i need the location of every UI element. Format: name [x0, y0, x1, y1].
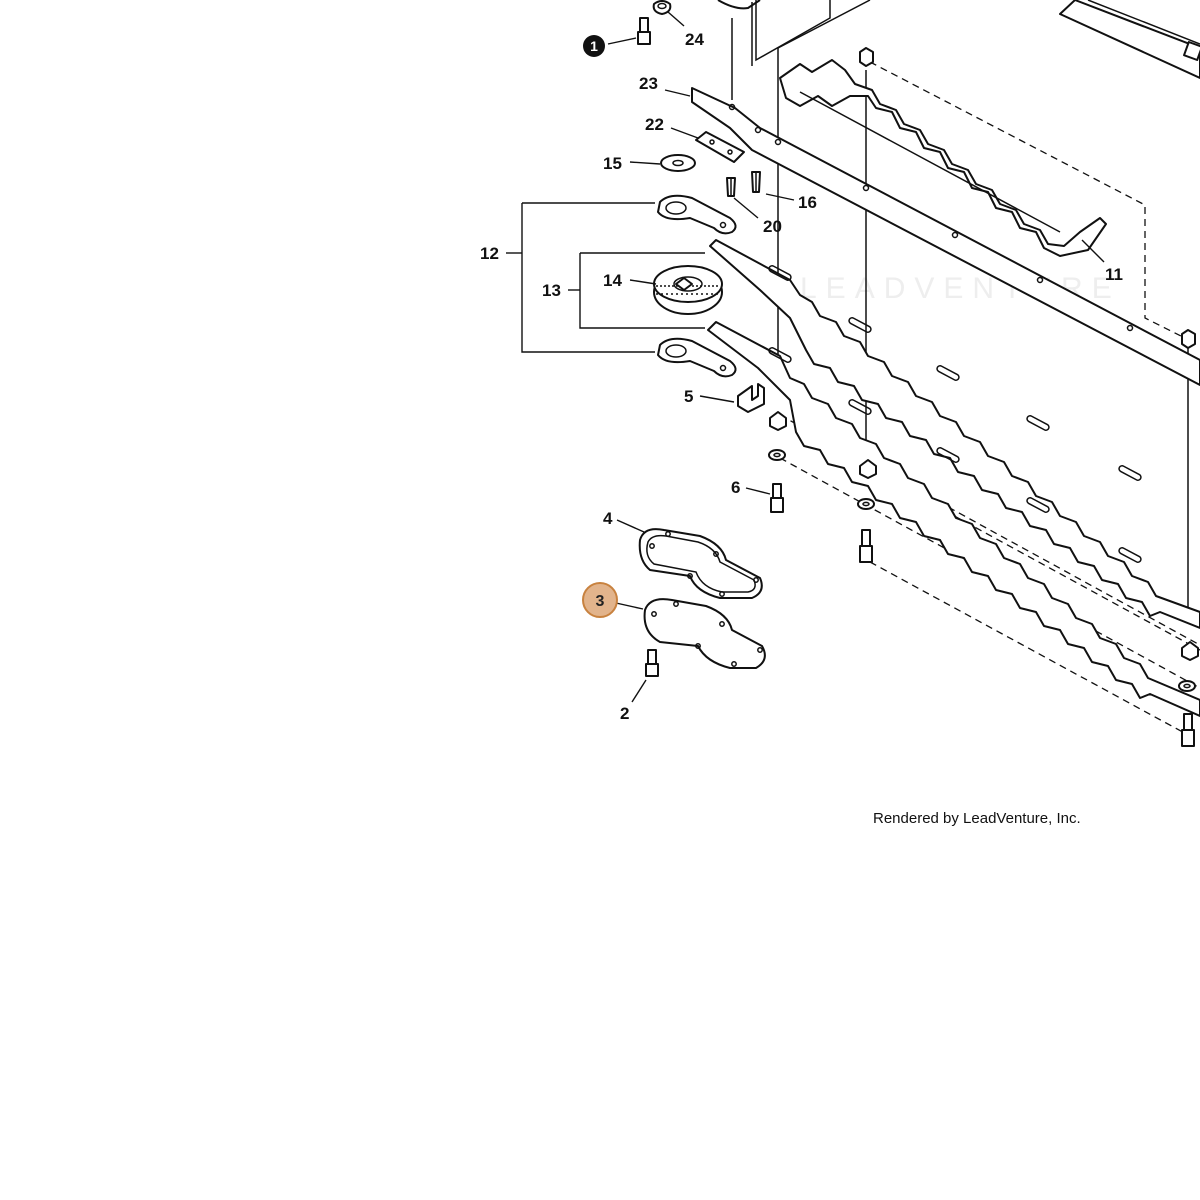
- svg-text:1: 1: [590, 38, 598, 54]
- callout-13[interactable]: 13: [542, 281, 561, 300]
- callout-15[interactable]: 15: [603, 154, 622, 173]
- callout-5[interactable]: 5: [684, 387, 693, 406]
- screw-part-1: [637, 17, 651, 45]
- pins-part-16-20: [726, 171, 761, 197]
- render-credit: Rendered by LeadVenture, Inc.: [873, 810, 1081, 827]
- spacer-plate-part-22: [695, 131, 745, 163]
- callout-11[interactable]: 11: [1105, 265, 1123, 284]
- callout-3-highlighted[interactable]: 3: [582, 582, 618, 618]
- screw-part-2: [645, 649, 659, 677]
- callout-6[interactable]: 6: [731, 478, 740, 497]
- callout-2[interactable]: 2: [620, 704, 629, 723]
- callout-14[interactable]: 14: [603, 271, 622, 290]
- leader-lines: [506, 11, 1105, 703]
- spacers-washers-screws: [768, 47, 1199, 692]
- callout-20[interactable]: 20: [763, 217, 782, 236]
- connecting-rod-lower-part-12: [657, 337, 737, 378]
- assembly-guide-lines: [731, 18, 1200, 737]
- cover-part-3: [643, 598, 766, 669]
- callout-16[interactable]: 16: [798, 193, 817, 212]
- washer-part-15: [660, 154, 696, 172]
- clip-part-5: [737, 383, 765, 413]
- callout-24[interactable]: 24: [685, 30, 704, 49]
- lower-blade-part-13: [707, 239, 1200, 717]
- svg-text:3: 3: [596, 593, 605, 610]
- drive-gear-part-14: [653, 265, 723, 315]
- upper-blade-part-11: [779, 59, 1107, 257]
- callout-4[interactable]: 4: [603, 509, 613, 528]
- screws-part-6: [770, 483, 1195, 747]
- callout-1[interactable]: 1: [583, 35, 605, 57]
- callout-12[interactable]: 12: [480, 244, 499, 263]
- callout-22[interactable]: 22: [645, 115, 664, 134]
- callout-23[interactable]: 23: [639, 74, 658, 93]
- gear-housing-top: [717, 0, 1200, 185]
- gasket-part-4: [638, 528, 763, 599]
- washer-part-24: [652, 0, 672, 15]
- guide-bar-part-23: [691, 87, 1200, 386]
- connecting-rod-upper-part-12: [657, 194, 737, 235]
